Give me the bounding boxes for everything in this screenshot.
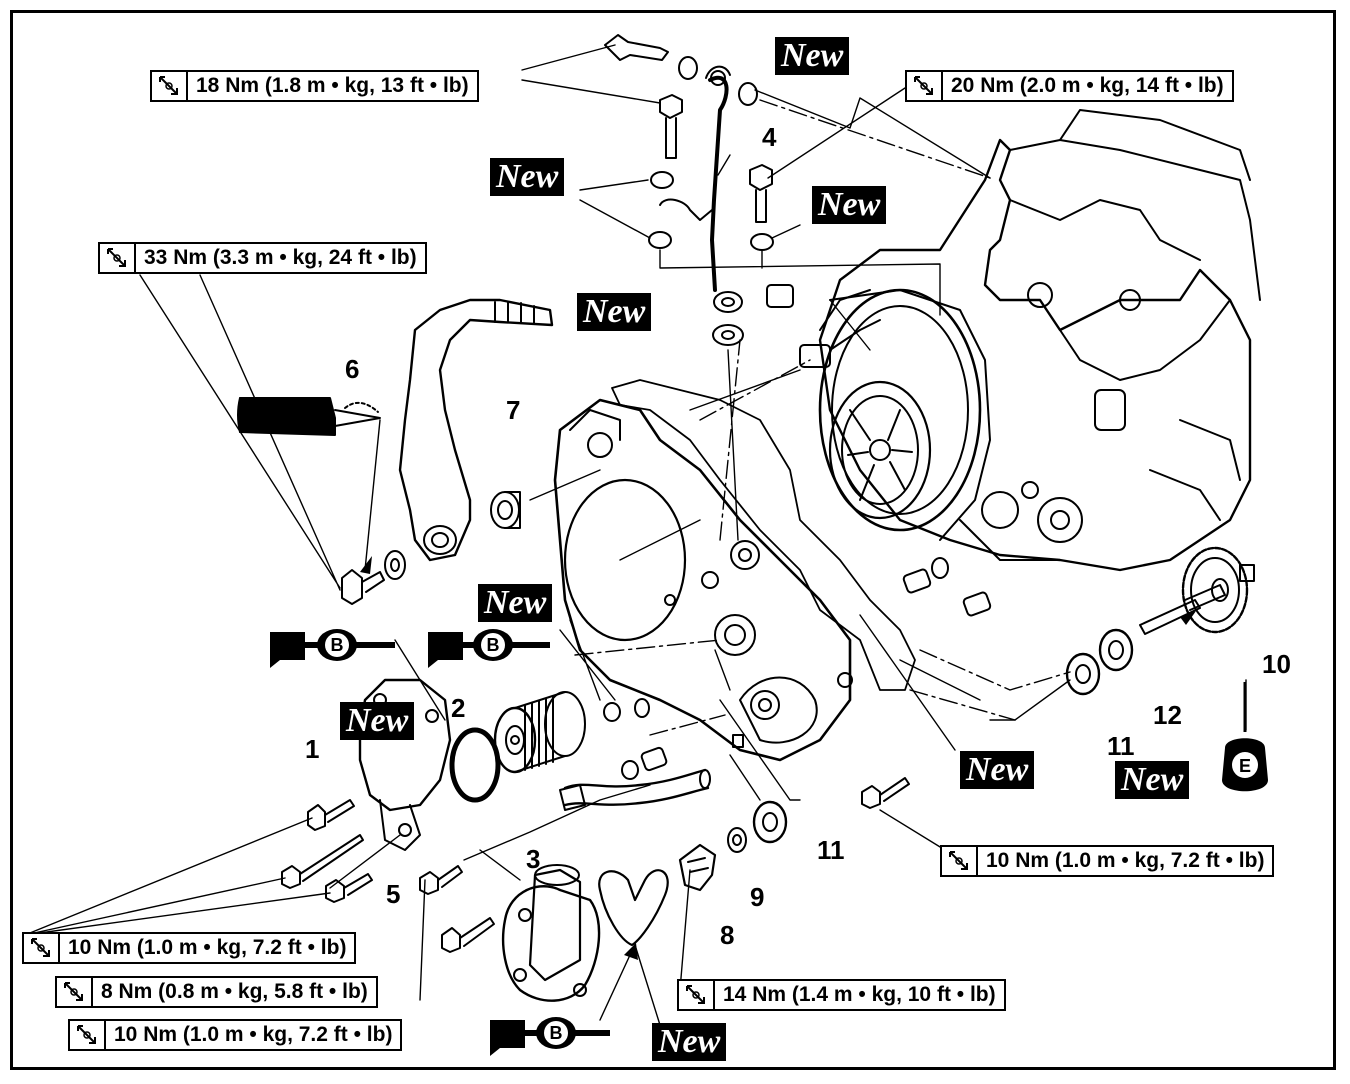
torque-label-14nm: 14 Nm (1.4 m • kg, 10 ft • lb)	[677, 979, 1006, 1011]
part-number-11-right: 11	[1107, 731, 1135, 761]
water-pump-gasket	[598, 869, 669, 947]
torque-label-10nm-cover: 10 Nm (1.0 m • kg, 7.2 ft • lb)	[22, 932, 357, 964]
part-number-7: 7	[506, 395, 521, 425]
part-number-5: 5	[386, 879, 401, 909]
kick-shaft-bushing	[490, 491, 521, 529]
crankcase-cover	[553, 398, 853, 762]
new-part-tag: New	[1115, 761, 1190, 799]
clutch-assembly	[799, 288, 991, 541]
torque-value: 20 Nm (2.0 m • kg, 14 ft • lb)	[951, 74, 1224, 97]
torque-label-10nm-pump: 10 Nm (1.0 m • kg, 7.2 ft • lb)	[68, 1019, 403, 1051]
torque-wrench-icon	[942, 847, 978, 875]
new-part-tag: New	[478, 584, 553, 622]
torque-wrench-icon	[100, 244, 136, 272]
torque-wrench-icon	[152, 72, 188, 100]
torque-wrench-icon	[57, 978, 93, 1006]
new-part-tag: New	[775, 37, 850, 75]
torque-wrench-icon	[679, 981, 715, 1009]
new-part-tag: New	[340, 702, 415, 740]
diagram-frame	[10, 10, 1336, 1070]
part-number-8: 8	[720, 920, 735, 950]
bolt-5	[419, 865, 463, 895]
torque-value: 33 Nm (3.3 m • kg, 24 ft • lb)	[144, 246, 417, 269]
oil-filter	[493, 691, 586, 774]
torque-value: 10 Nm (1.0 m • kg, 7.2 ft • lb)	[68, 936, 347, 959]
pump-bolt	[441, 917, 495, 953]
water-pump-impeller	[678, 843, 717, 892]
bearing-12	[1098, 628, 1134, 672]
torque-label-10nm-right: 10 Nm (1.0 m • kg, 7.2 ft • lb)	[940, 845, 1275, 877]
oil-can-icon: E	[1222, 682, 1268, 792]
bearing-11	[1065, 652, 1101, 696]
crankcase-cover-gasket	[611, 379, 916, 691]
oil-e-letter: E	[1239, 756, 1251, 776]
new-part-tag: New	[960, 751, 1035, 789]
torque-value: 10 Nm (1.0 m • kg, 7.2 ft • lb)	[986, 849, 1265, 872]
grease-b-letter-1: B	[331, 635, 344, 655]
grease-b-letter-3: B	[550, 1023, 563, 1043]
part-number-1: 1	[305, 734, 320, 764]
torque-label-18nm: 18 Nm (1.8 m • kg, 13 ft • lb)	[150, 70, 479, 102]
water-hose	[559, 768, 711, 811]
filter-cover-bolts	[281, 799, 373, 903]
impeller-washer	[727, 827, 747, 853]
crank-gear-area	[959, 481, 1083, 561]
part-number-11-lower: 11	[817, 835, 845, 865]
part-number-3: 3	[526, 844, 541, 874]
torque-value: 14 Nm (1.4 m • kg, 10 ft • lb)	[723, 983, 996, 1006]
torque-value: 8 Nm (0.8 m • kg, 5.8 ft • lb)	[101, 980, 368, 1003]
center-lines	[574, 99, 1071, 736]
leader-lines	[24, 44, 1247, 1026]
dowel-pins	[603, 557, 992, 780]
oil-delivery-pipe	[659, 65, 743, 313]
kick-starter-lever	[398, 298, 554, 562]
torque-value: 18 Nm (1.8 m • kg, 13 ft • lb)	[196, 74, 469, 97]
thread-lock-tube-icon	[237, 397, 381, 436]
new-part-tag: New	[652, 1023, 727, 1061]
torque-wrench-icon	[24, 934, 60, 962]
cover-bolt-right	[861, 777, 910, 809]
grease-gun-icon: B	[490, 1017, 610, 1056]
new-part-tag: New	[490, 158, 565, 196]
arrowheads	[360, 556, 1196, 960]
torque-wrench-icon	[70, 1021, 106, 1049]
part-number-6: 6	[345, 354, 360, 384]
part-number-9: 9	[750, 882, 765, 912]
new-part-tag: New	[577, 293, 652, 331]
kick-bolt	[341, 550, 406, 605]
grease-gun-icon: B	[270, 629, 395, 668]
part-number-4: 4	[762, 122, 777, 152]
new-part-tag: New	[812, 186, 887, 224]
grease-gun-icon: B	[428, 629, 550, 668]
torque-label-8nm: 8 Nm (0.8 m • kg, 5.8 ft • lb)	[55, 976, 378, 1008]
engine-crankcase	[818, 109, 1261, 572]
part-number-12: 12	[1153, 700, 1182, 730]
part-number-2: 2	[451, 693, 466, 723]
torque-label-33nm: 33 Nm (3.3 m • kg, 24 ft • lb)	[98, 242, 427, 274]
grease-b-letter-2: B	[487, 635, 500, 655]
oil-seal-lower	[752, 800, 788, 844]
torque-label-20nm: 20 Nm (2.0 m • kg, 14 ft • lb)	[905, 70, 1234, 102]
torque-value: 10 Nm (1.0 m • kg, 7.2 ft • lb)	[114, 1023, 393, 1046]
torque-wrench-icon	[907, 72, 943, 100]
balancer-shaft-gear	[1139, 546, 1255, 635]
part-number-10: 10	[1262, 649, 1291, 679]
filter-cover-o-ring	[449, 727, 501, 803]
water-pump-housing	[501, 864, 601, 1002]
